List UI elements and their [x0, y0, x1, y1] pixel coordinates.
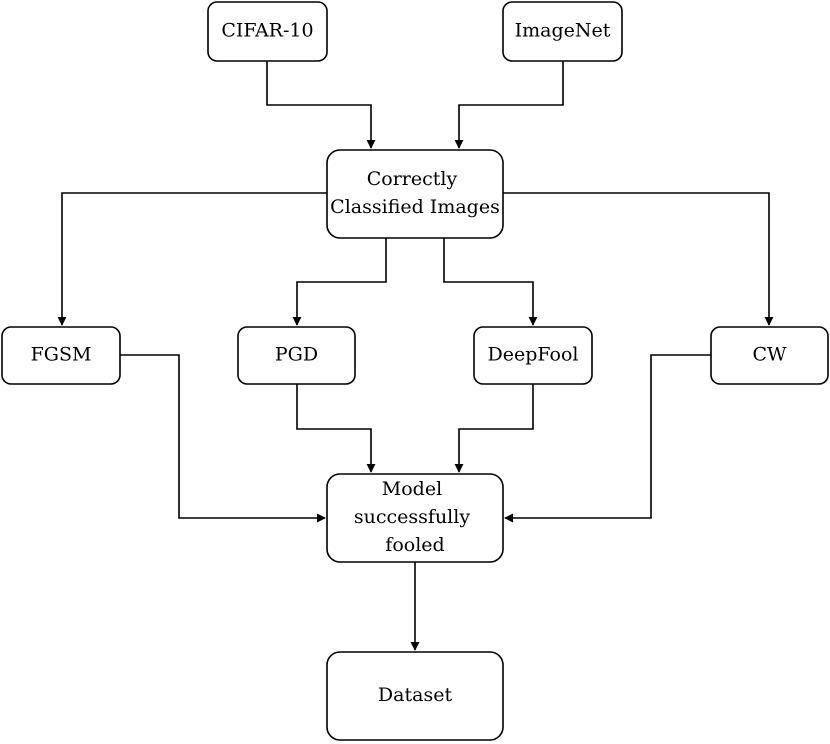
node-fooled-label-line1: Model: [382, 478, 442, 500]
node-pgd-label: PGD: [275, 344, 318, 366]
node-dataset: Dataset: [326, 651, 504, 741]
svg-text:Correctly Classified Ima: Correctly Classified Images: [330, 168, 500, 218]
edge-cw-to-fooled: [504, 354, 711, 523]
svg-text:FGSM: FGSM: [31, 344, 92, 366]
node-deepfool-label: DeepFool: [488, 344, 579, 366]
node-cw-label: CW: [752, 344, 787, 366]
edge-pgd-to-fooled: [296, 384, 376, 473]
node-fgsm-label: FGSM: [31, 344, 92, 366]
node-correctly-classified: Correctly Classified Images: [326, 149, 504, 239]
node-cifar-label: CIFAR-10: [221, 20, 313, 42]
svg-text:Dataset: Dataset: [378, 684, 453, 706]
node-imagenet: ImageNet: [502, 1, 623, 62]
edge-imagenet-to-correct: [454, 61, 564, 149]
node-fgsm: FGSM: [1, 326, 121, 385]
edges: [57, 61, 774, 651]
edge-deepfool-to-fooled: [454, 384, 534, 473]
node-pgd: PGD: [237, 326, 356, 385]
edge-cifar-to-correct: [266, 61, 376, 149]
node-cifar: CIFAR-10: [207, 1, 328, 62]
svg-text:Model successfully: Model successfully fooled: [354, 478, 476, 556]
edge-correct-to-deepfool: [443, 238, 538, 326]
node-correct-label-line2: Classified Images: [330, 196, 500, 218]
svg-text:DeepFool: DeepFool: [488, 344, 579, 366]
svg-text:ImageNet: ImageNet: [515, 20, 611, 42]
edge-correct-to-pgd: [292, 238, 387, 326]
node-correct-label-line1: Correctly: [367, 168, 458, 190]
node-cw: CW: [710, 326, 829, 385]
svg-text:PGD: PGD: [275, 344, 318, 366]
node-imagenet-label: ImageNet: [515, 20, 611, 42]
edge-fgsm-to-fooled: [120, 354, 326, 523]
node-fooled-label-line2: successfully: [354, 506, 470, 528]
edge-correct-to-cw: [503, 192, 774, 326]
node-deepfool: DeepFool: [473, 326, 593, 385]
node-dataset-label: Dataset: [378, 684, 453, 706]
node-fooled-label-line3: fooled: [385, 534, 444, 556]
svg-text:CIFAR-10: CIFAR-10: [221, 20, 313, 42]
svg-text:CW: CW: [752, 344, 787, 366]
node-model-fooled: Model successfully fooled: [326, 473, 504, 563]
edge-correct-to-fgsm: [57, 192, 327, 326]
